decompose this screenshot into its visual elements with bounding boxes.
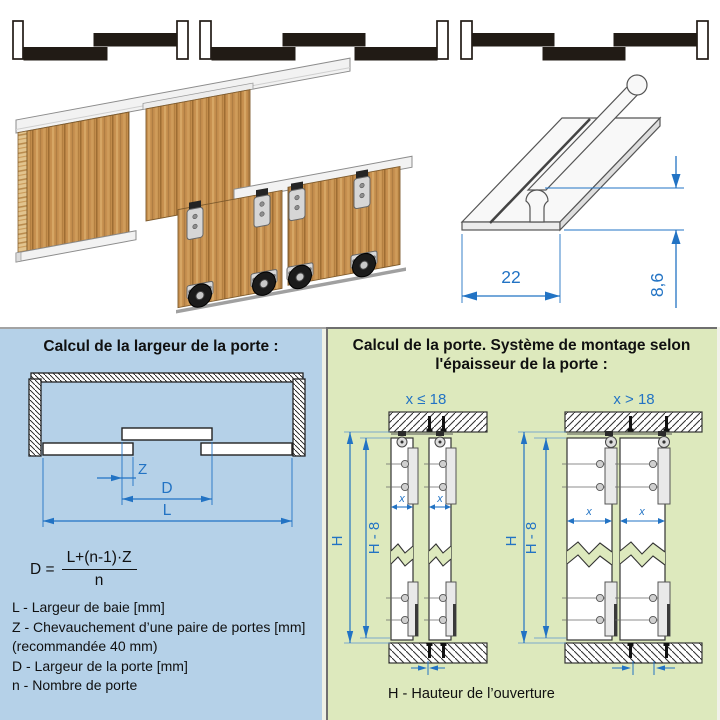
dim-d-label: D [161,480,172,497]
formula-fraction: L+(n-1)·Z n [61,549,137,590]
door-edge [17,130,28,254]
door-width-formula: D = L+(n-1)·Z n [30,549,137,590]
legend: L - Largeur de baie [mm] Z - Chevaucheme… [12,598,318,696]
opening-plan-diagram: Z D L [28,372,306,527]
thick-diagram-label: x > 18 [613,391,654,408]
top-illustrations: 22 8,6 [12,20,709,314]
legend-line: D - Largeur de la porte [mm] [12,657,188,674]
section-diagram-thin-doors: x ≤ 18 [329,391,488,675]
dim-h-label: H [329,536,346,547]
top-mounting-bracket [562,447,618,505]
door-arrangement-schematic-3 [460,20,709,61]
door-arrangement-schematic-1 [12,20,189,61]
svg-text:22: 22 [501,267,520,287]
legend-line: (recommandée 40 mm) [12,638,158,654]
width-dimension: 22 [461,234,561,303]
bottom-roller [250,269,278,296]
doors-back-hardware-render [176,155,413,314]
door-panels-plan [42,427,293,456]
bottom-rail [176,267,406,314]
legend-line: L - Largeur de baie [mm] [12,599,165,615]
legend-line: Z - Chevauchement d’une paire de portes … [12,618,306,635]
wood-door-panel [26,111,130,252]
dim-h-label: H [503,536,520,547]
thin-diagram-label: x ≤ 18 [406,391,447,408]
mounting-section-diagrams: x ≤ 18 [329,391,703,675]
bottom-mounting-bracket [615,581,671,637]
page-edge [717,327,720,720]
dim-l-label: L [163,502,172,519]
top-mounting-bracket [615,447,671,505]
left-panel-title: Calcul de la largeur de la porte : [43,338,279,355]
bottom-mounting-bracket [424,581,457,637]
bottom-roller [350,250,378,278]
height-dimension: 8,6 [545,156,684,308]
height-legend: H - Hauteur de l’ouverture [388,686,555,702]
top-bracket [353,169,371,210]
bottom-roller [286,262,314,290]
dim-h8-label: H - 8 [523,522,540,555]
formula-numerator: L+(n-1)·Z [61,549,137,570]
dim-x-label: x [398,493,405,505]
dim-x-label: x [585,506,592,518]
dim-x-label: x [436,493,443,505]
legend-line: n - Nombre de porte [12,677,138,693]
opening-walls [28,372,306,457]
top-bracket [253,187,271,228]
ceiling-section [388,411,488,433]
right-panel-title: Calcul de la porte. Système de montage s… [352,337,691,373]
bottom-track-profile-drawing: 22 8,6 [460,74,684,308]
section-diagram-thick-doors: x > 18 [503,391,703,675]
door-arrangement-schematic-2 [199,20,449,61]
dim-z-label: Z [138,461,147,478]
formula-denominator: n [94,572,104,589]
formula-lhs: D = [30,560,55,578]
bottom-roller [186,280,214,308]
top-bracket [186,200,204,240]
dim-x-label: x [638,506,645,518]
dim-h8-label: H - 8 [366,522,383,555]
profile-groove [489,118,591,224]
top-mounting-bracket [424,447,457,505]
top-bracket [288,181,306,222]
svg-text:8,6: 8,6 [647,273,667,297]
doors-front-render [15,57,351,263]
floor-section [388,642,488,664]
panel-divider [322,327,326,720]
bottom-mounting-bracket [386,581,419,637]
plan-dimensions: Z D L [42,442,293,527]
rail-rib [525,189,549,223]
top-mounting-bracket [386,447,419,505]
